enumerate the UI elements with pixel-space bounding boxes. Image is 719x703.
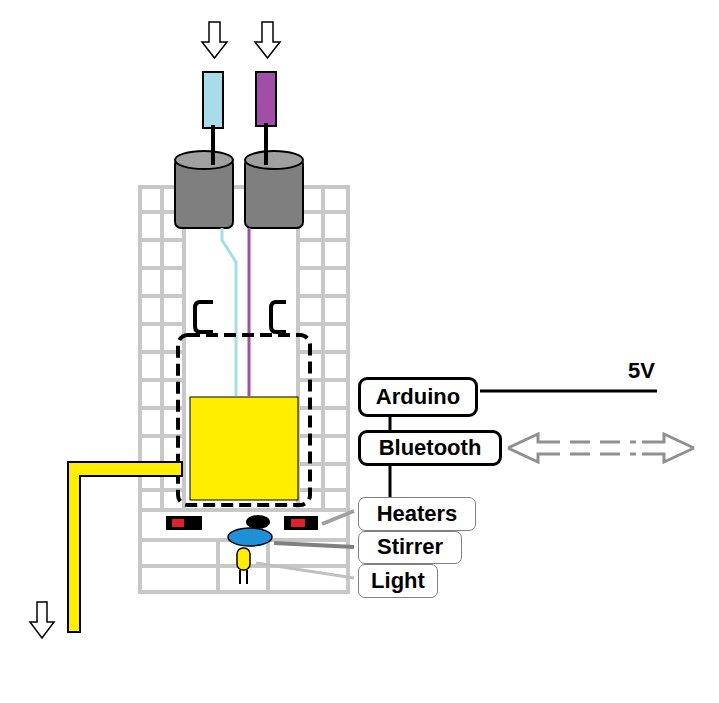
bracket (271, 302, 286, 332)
part-label-box: Stirrer (358, 531, 462, 564)
voltage-label: 5V (628, 358, 655, 384)
box-text: Bluetooth (379, 436, 482, 460)
wire (211, 125, 215, 165)
stirrer-magnet (246, 515, 270, 529)
module-box: Bluetooth (358, 430, 502, 466)
heater (166, 516, 202, 530)
leader-line (322, 511, 354, 524)
cap-top (175, 151, 233, 169)
cap-top (245, 151, 303, 169)
light-leg (239, 570, 241, 584)
wire (264, 123, 268, 165)
vessel (178, 335, 310, 505)
box-text: Stirrer (377, 535, 443, 559)
heater (172, 519, 184, 527)
outlet-arrow (30, 602, 54, 638)
power-wire (480, 390, 657, 393)
bracket (195, 302, 213, 332)
probe-line (248, 228, 251, 396)
wire (264, 150, 268, 165)
part-label-box: Light (358, 564, 438, 598)
controller-box: Arduino (358, 377, 478, 417)
box-text: Heaters (377, 502, 458, 526)
light-bulb (237, 548, 250, 570)
wall-grid (140, 187, 348, 592)
leader-line (274, 543, 354, 547)
purple-tube (256, 72, 276, 126)
wireless-link-arrow (508, 434, 694, 462)
outlet-pipe (68, 462, 182, 632)
inlet-arrow (202, 22, 227, 58)
blue-tube (203, 72, 223, 128)
stirrer (228, 528, 272, 546)
box-text: Light (371, 569, 425, 593)
connector-line (389, 417, 392, 430)
liquid (190, 397, 298, 500)
part-label-box: Heaters (358, 497, 476, 531)
connector-line (389, 466, 392, 497)
box-text: Arduino (376, 385, 460, 409)
heater (291, 519, 305, 527)
inlet-arrow (255, 22, 280, 58)
light-leg (246, 570, 248, 584)
leader-line (256, 563, 354, 578)
wire (211, 150, 215, 165)
probe-line (222, 228, 236, 396)
heater (284, 516, 318, 530)
